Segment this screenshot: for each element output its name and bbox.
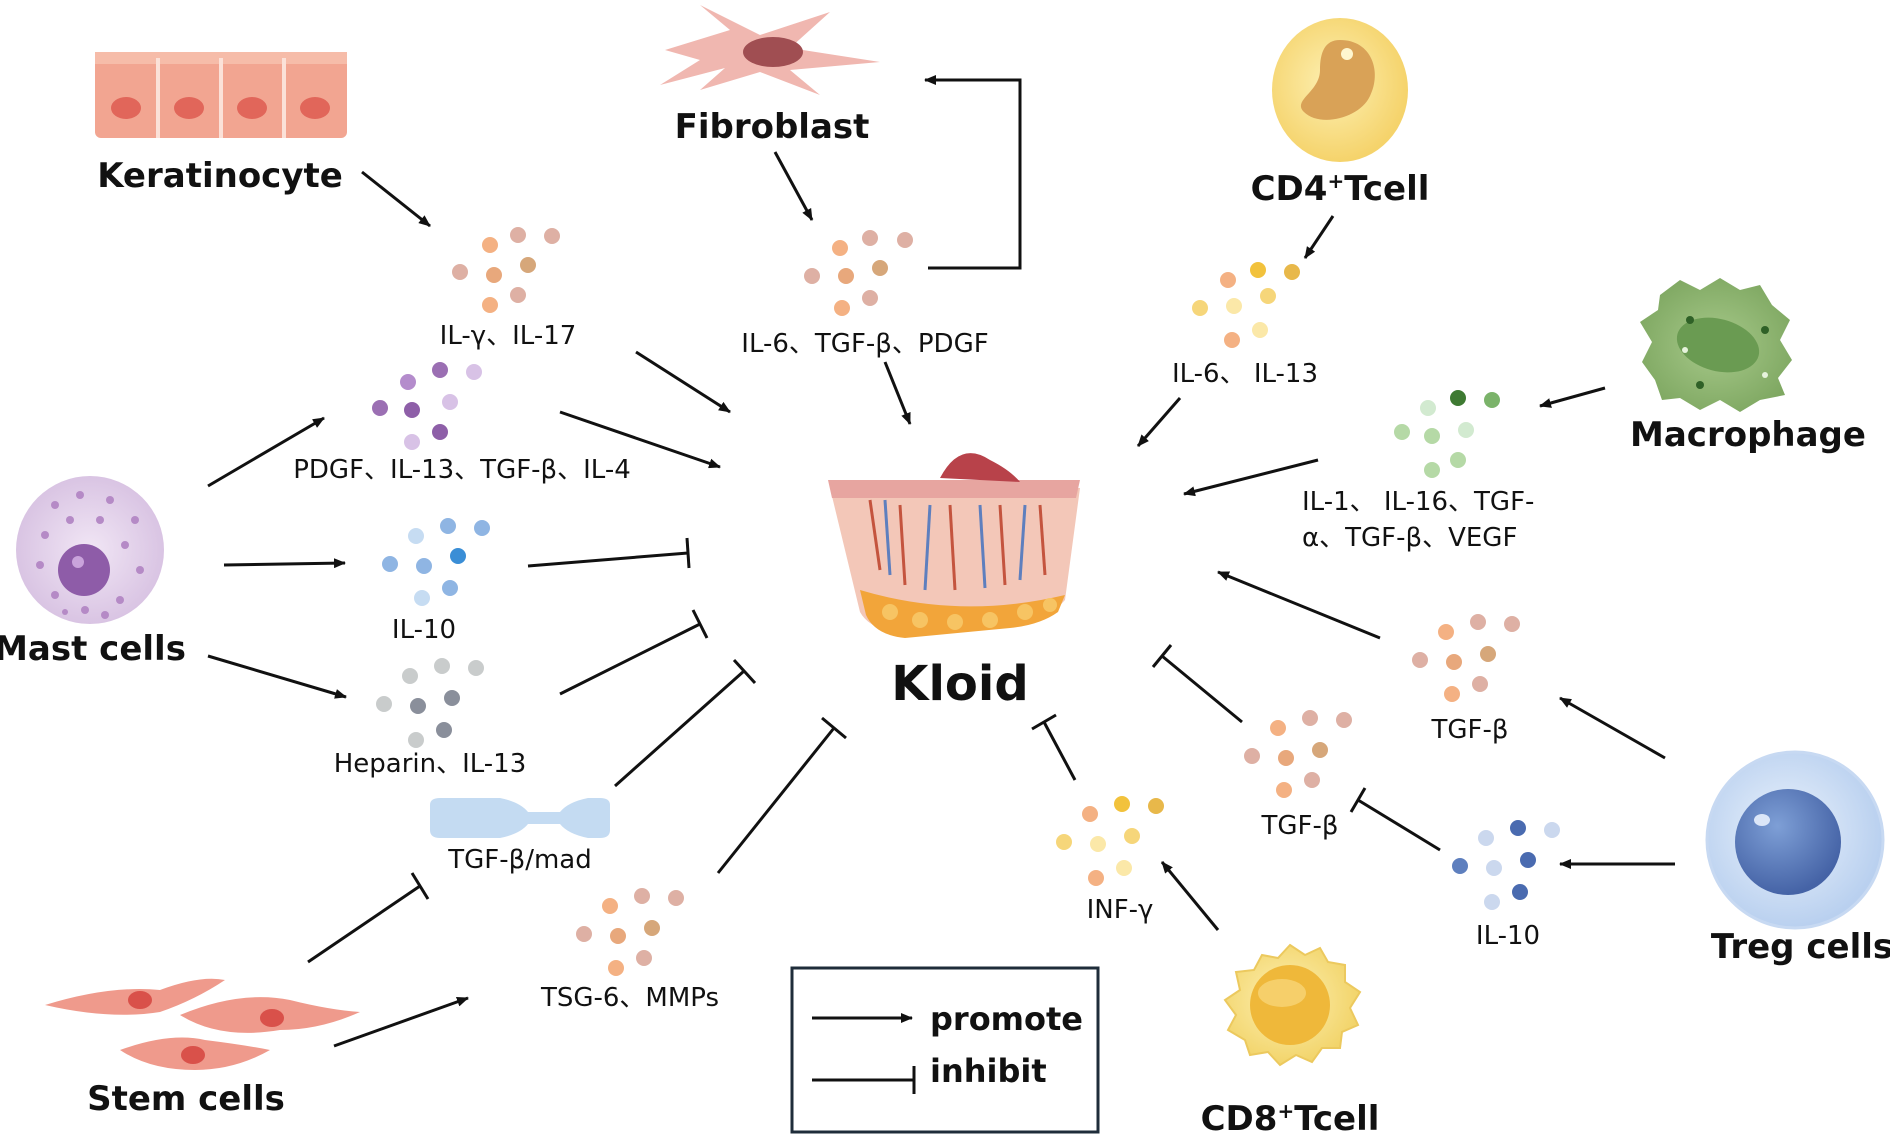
cytokine-label-cd4: IL-6、 IL-13 (1172, 359, 1318, 389)
dots-treg-tgf1-cytokines (1412, 614, 1520, 702)
cd4-main: CD4 (1251, 169, 1328, 209)
dots-mast-purple-cytokines (372, 362, 482, 450)
cd8-main: CD8 (1201, 1099, 1278, 1139)
dots-macrophage-cytokines (1394, 390, 1500, 478)
cytokine-label-treg-il10: IL-10 (1476, 921, 1540, 951)
mast-cell-illustration (16, 476, 164, 624)
cytokine-label-treg-tgf1: TGF-β (1431, 715, 1509, 745)
keratinocyte-illustration (95, 52, 347, 138)
dots-mast-blue-cytokines (382, 518, 490, 606)
inhibit-stem-to-smad (307, 884, 421, 964)
cytokine-label-mast-blue: IL-10 (392, 615, 456, 645)
mast-cells-label: Mast cells (0, 629, 186, 669)
cytokine-label-macrophage-line1: IL-1、 IL-16、TGF- (1302, 487, 1534, 517)
dots-fibroblast-cytokines (804, 230, 913, 316)
arrow-mac-cytokines-to-kloid (1183, 458, 1319, 497)
dots-tsg-cytokines (576, 888, 684, 976)
legend: promote inhibit (790, 966, 1100, 1134)
cytokine-label-treg-tgf2: TGF-β (1261, 811, 1339, 841)
inhibit-lines (307, 537, 1441, 964)
arrow-fibroblast-to-cytokines (773, 151, 814, 221)
cd4-suffix: Tcell (1344, 169, 1429, 209)
fibroblast-label: Fibroblast (675, 107, 870, 147)
inhibit-cd8-to-kloid (1042, 721, 1077, 781)
dots-mast-gray-cytokines (376, 658, 484, 748)
inhibit-blue-to-kloid (527, 551, 689, 568)
arrow-ker-cytokines-to-kloid (635, 350, 731, 414)
inhibit-smad-to-kloid (614, 669, 745, 788)
keratinocyte-label: Keratinocyte (97, 156, 343, 196)
treg-cells-label: Treg cells (1711, 927, 1890, 967)
macrophage-label: Macrophage (1630, 415, 1866, 455)
inhibit-il10-to-tgf2 (1357, 798, 1441, 852)
inhibit-tsg-to-kloid (716, 727, 836, 874)
arrow-treg-to-tgf1 (1559, 696, 1666, 760)
tgf-smad-shape (430, 798, 610, 838)
arrow-macrophage-to-cytokines (1539, 386, 1606, 408)
promote-arrows (207, 75, 1675, 1048)
legend-inhibit-label: inhibit (930, 1052, 1047, 1090)
treg-cell-illustration (1705, 750, 1885, 930)
dots-treg-il10-cytokines (1452, 820, 1560, 910)
dots-cd8-cytokines (1056, 796, 1164, 886)
arrow-cd4-to-cytokines (1303, 215, 1335, 259)
arrow-cd8-to-infg (1160, 861, 1220, 931)
legend-promote-label: promote (930, 1000, 1083, 1038)
cytokine-label-cd8: INF-γ (1087, 895, 1154, 925)
kloid-label: Kloid (891, 656, 1028, 712)
stem-cells-label: Stem cells (87, 1079, 285, 1119)
cytokine-label-mast-gray: Heparin、IL-13 (334, 749, 527, 779)
cd4-sup: + (1327, 169, 1344, 193)
cytokine-label-fibroblast: IL-6、TGF-β、PDGF (741, 329, 988, 359)
cytokine-label-mast-purple: PDGF、IL-13、TGF-β、IL-4 (293, 455, 631, 485)
arrow-fibroblast-feedback (924, 75, 1022, 270)
arrow-mast-to-gray (207, 654, 347, 699)
kloid-skin-illustration (828, 453, 1080, 638)
arrow-purple-to-kloid (559, 410, 721, 469)
stem-cell-illustration (45, 978, 360, 1070)
cd4-tcell-illustration (1272, 18, 1408, 162)
arrow-keratinocyte-to-cytokines (361, 170, 431, 228)
dots-keratinocyte-cytokines (452, 227, 560, 313)
label-tgf-smad: TGF-β/mad (447, 845, 591, 875)
inhibit-tgf2-to-kloid (1161, 654, 1243, 724)
arrow-mast-to-blue (223, 558, 346, 569)
arrow-cd4-cytokines-to-kloid (1136, 397, 1182, 447)
arrow-tgf1-to-kloid (1217, 570, 1381, 640)
arrow-stem-to-tsg (333, 996, 469, 1048)
cd8-tcell-illustration (1223, 943, 1362, 1067)
fibroblast-illustration (660, 5, 880, 95)
dots-cd4-cytokines (1192, 262, 1300, 348)
arrow-fib-cytokines-to-kloid (883, 361, 912, 425)
cd4-tcell-label: CD4+Tcell (1251, 169, 1430, 209)
cytokine-label-tsg: TSG-6、MMPs (540, 983, 719, 1013)
cd8-sup: + (1277, 1099, 1294, 1123)
cd8-tcell-label: CD8+Tcell (1201, 1099, 1380, 1139)
inhibit-gray-to-kloid (559, 622, 701, 696)
cytokine-label-macrophage-line2: α、TGF-β、VEGF (1302, 523, 1517, 553)
cytokine-label-keratinocyte: IL-γ、IL-17 (440, 321, 577, 351)
macrophage-illustration (1640, 278, 1792, 412)
legend-box (790, 966, 1100, 1134)
cd8-suffix: Tcell (1294, 1099, 1379, 1139)
dots-treg-tgf2-cytokines (1244, 710, 1352, 798)
arrow-mast-to-purple (207, 416, 325, 488)
